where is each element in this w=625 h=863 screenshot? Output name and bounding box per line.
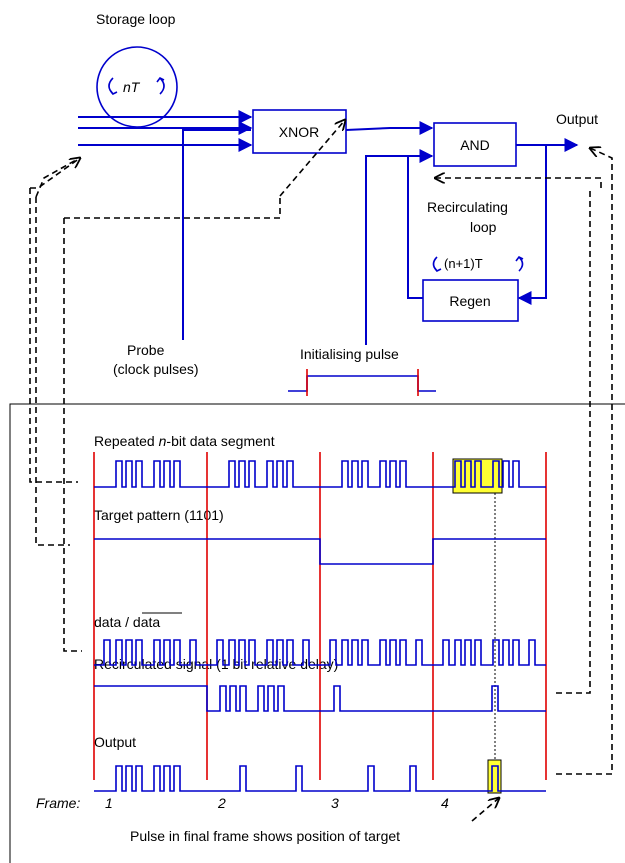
waveform-data-complement bbox=[94, 639, 546, 666]
regen-to-and-wire bbox=[407, 149, 434, 299]
row-label-output: Output bbox=[94, 734, 136, 750]
waveforms bbox=[94, 460, 546, 792]
row-label-data-complement: data / data bbox=[94, 614, 160, 630]
and-gate bbox=[433, 122, 517, 167]
init-pulse-waveform bbox=[288, 375, 436, 392]
and-label: AND bbox=[460, 137, 490, 153]
dash-row1-route bbox=[29, 188, 78, 483]
frame-markers bbox=[93, 452, 547, 780]
dash-to-input-3 bbox=[30, 158, 80, 189]
recirculating-label-1: Recirculating bbox=[427, 199, 508, 215]
row-label-data-segment: Repeated n-bit data segment bbox=[94, 433, 275, 449]
dash-output-feedback bbox=[590, 148, 613, 520]
row-label-target-pattern: Target pattern (1101) bbox=[94, 507, 224, 523]
timing-labels: Repeated n-bit data segment Target patte… bbox=[94, 433, 338, 750]
timing-panel-border bbox=[9, 403, 625, 863]
waveform-output bbox=[94, 765, 546, 792]
probe-wire bbox=[182, 129, 251, 340]
dash-row4-route bbox=[556, 188, 591, 694]
dash-row5-route bbox=[556, 520, 613, 775]
feedback-to-regen-wire bbox=[517, 145, 547, 305]
recirculating-label-2: loop bbox=[470, 219, 497, 235]
frame-number-1: 1 bbox=[105, 795, 113, 811]
dash-row2-route bbox=[35, 197, 70, 546]
regen-label: Regen bbox=[449, 293, 490, 309]
dash-row3-route bbox=[63, 218, 82, 652]
storage-delay-label: nT bbox=[123, 79, 141, 95]
xnor-gate bbox=[252, 109, 347, 154]
frame-number-3: 3 bbox=[331, 795, 339, 811]
storage-loop-label: Storage loop bbox=[96, 11, 176, 27]
xnor-label: XNOR bbox=[279, 124, 319, 140]
caption-arrow bbox=[471, 798, 499, 822]
block-diagram: Storage loop nT XNOR AND Output Regen bbox=[30, 11, 613, 520]
xnor-to-and-wire bbox=[345, 121, 434, 135]
bottom-caption: Pulse in final frame shows position of t… bbox=[130, 828, 400, 844]
dash-recirc-feedback bbox=[435, 178, 602, 188]
frame-label: Frame: bbox=[36, 795, 80, 811]
regen-block bbox=[422, 279, 519, 322]
init-pulse-wire bbox=[365, 155, 408, 345]
init-pulse-label: Initialising pulse bbox=[300, 346, 399, 362]
probe-label-1: Probe bbox=[127, 342, 165, 358]
recirc-delay-label: (n+1)T bbox=[444, 256, 483, 271]
output-highlight-box bbox=[487, 759, 502, 794]
output-label: Output bbox=[556, 111, 598, 127]
waveform-recirculated bbox=[94, 685, 546, 712]
row-label-recirculated: Recirculated signal (1 bit relative dela… bbox=[94, 656, 338, 672]
dash-xnor-probe bbox=[279, 120, 345, 197]
frame-numbers: Frame: 1 2 3 4 bbox=[36, 795, 449, 811]
probe-label-2: (clock pulses) bbox=[113, 361, 199, 377]
frame-number-4: 4 bbox=[441, 795, 449, 811]
waveform-data-segment bbox=[94, 460, 546, 488]
frame-number-2: 2 bbox=[217, 795, 226, 811]
waveform-target-pattern bbox=[94, 538, 546, 565]
